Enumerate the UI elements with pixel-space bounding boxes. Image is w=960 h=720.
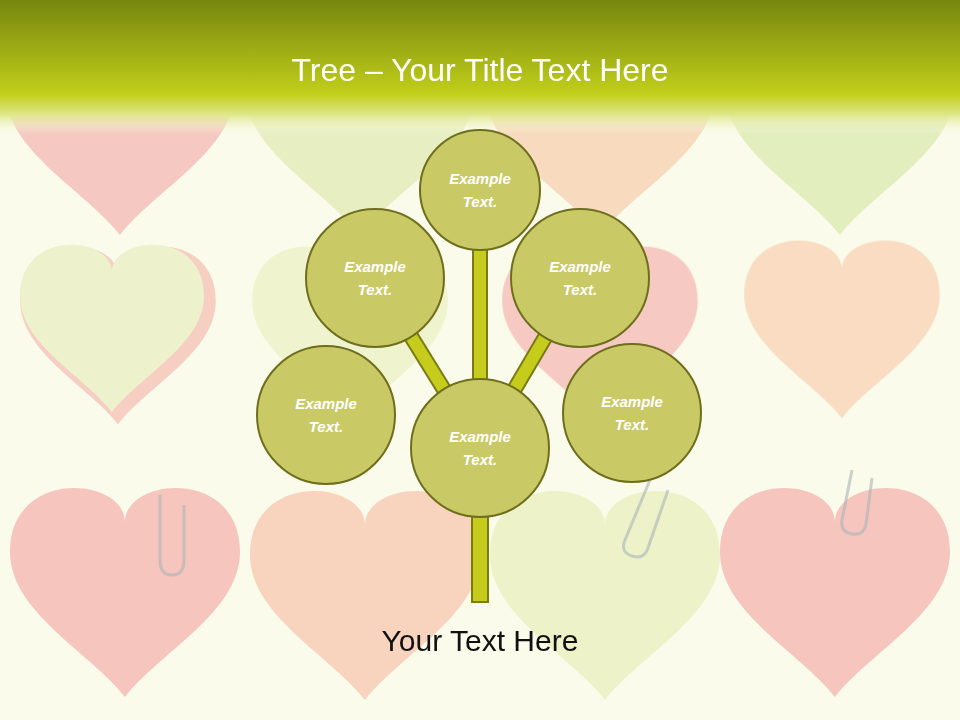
circle-node: Example Text. <box>510 208 650 348</box>
caption-text: Your Text Here <box>0 624 960 658</box>
branch-outline <box>514 337 545 390</box>
branch-fill <box>514 337 545 390</box>
branch-outline <box>472 249 488 380</box>
tree-branch <box>514 337 545 390</box>
tree-branch <box>411 336 445 390</box>
circle-node: Example Text. <box>256 345 396 485</box>
node-text: Example Text. <box>537 255 624 301</box>
branch-fill <box>411 336 445 390</box>
circle-node: Example Text. <box>562 343 702 483</box>
slide-title: Tree – Your Title Text Here <box>0 52 960 89</box>
circle-node: Example Text. <box>305 208 445 348</box>
branch-fill <box>474 249 486 380</box>
node-text: Example Text. <box>332 255 419 301</box>
circle-node: Example Text. <box>410 378 550 518</box>
tree-branch <box>480 249 481 380</box>
circle-node: Example Text. <box>419 129 541 251</box>
node-text: Example Text. <box>283 392 370 438</box>
node-text: Example Text. <box>437 425 524 471</box>
branch-outline <box>411 336 445 390</box>
node-text: Example Text. <box>589 390 676 436</box>
node-text: Example Text. <box>442 167 518 213</box>
